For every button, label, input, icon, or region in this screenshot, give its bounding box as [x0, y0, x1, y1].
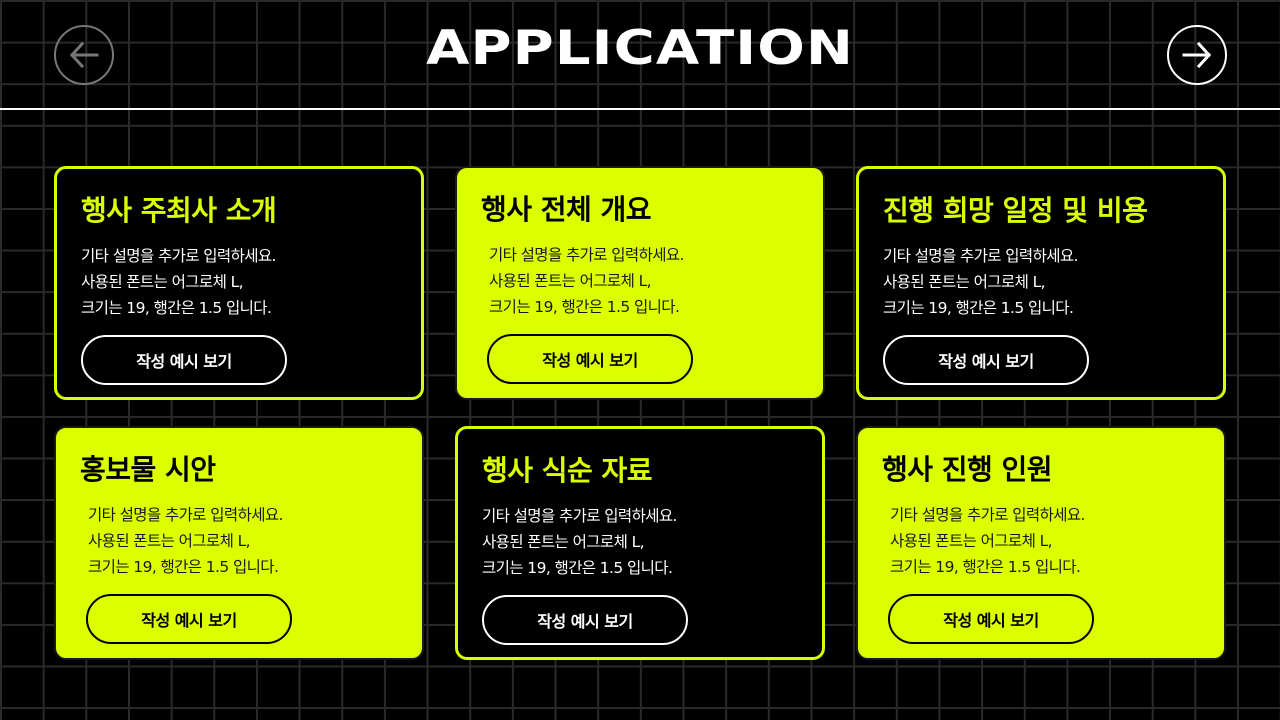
card-description: 기타 설명을 추가로 입력하세요. 사용된 폰트는 어그로체 L, 크기는 19…: [482, 507, 677, 577]
card-program-materials: 행사 식순 자료 기타 설명을 추가로 입력하세요. 사용된 폰트는 어그로체 …: [455, 426, 825, 660]
card-description: 기타 설명을 추가로 입력하세요. 사용된 폰트는 어그로체 L, 크기는 19…: [489, 246, 684, 316]
prev-button[interactable]: [54, 25, 114, 85]
view-example-button[interactable]: 작성 예시 보기: [81, 335, 287, 385]
card-event-overview: 행사 전체 개요 기타 설명을 추가로 입력하세요. 사용된 폰트는 어그로체 …: [455, 166, 825, 400]
card-description: 기타 설명을 추가로 입력하세요. 사용된 폰트는 어그로체 L, 크기는 19…: [883, 247, 1078, 317]
arrow-right-icon: [1182, 41, 1212, 69]
card-event-staff: 행사 진행 인원 기타 설명을 추가로 입력하세요. 사용된 폰트는 어그로체 …: [856, 426, 1226, 660]
card-title: 행사 식순 자료: [482, 454, 653, 487]
card-description: 기타 설명을 추가로 입력하세요. 사용된 폰트는 어그로체 L, 크기는 19…: [890, 506, 1085, 576]
page-title: APPLICATION: [426, 20, 854, 76]
view-example-button[interactable]: 작성 예시 보기: [487, 334, 693, 384]
card-title: 행사 전체 개요: [481, 193, 652, 226]
view-example-button[interactable]: 작성 예시 보기: [883, 335, 1089, 385]
header-divider: [0, 108, 1280, 110]
next-button[interactable]: [1167, 25, 1227, 85]
card-title: 행사 주최사 소개: [81, 194, 277, 227]
card-description: 기타 설명을 추가로 입력하세요. 사용된 폰트는 어그로체 L, 크기는 19…: [88, 506, 283, 576]
card-promo-draft: 홍보물 시안 기타 설명을 추가로 입력하세요. 사용된 폰트는 어그로체 L,…: [54, 426, 424, 660]
card-title: 진행 희망 일정 및 비용: [883, 194, 1148, 227]
card-title: 행사 진행 인원: [882, 453, 1053, 486]
view-example-button[interactable]: 작성 예시 보기: [482, 595, 688, 645]
card-title: 홍보물 시안: [80, 453, 216, 486]
card-schedule-cost: 진행 희망 일정 및 비용 기타 설명을 추가로 입력하세요. 사용된 폰트는 …: [856, 166, 1226, 400]
card-host-intro: 행사 주최사 소개 기타 설명을 추가로 입력하세요. 사용된 폰트는 어그로체…: [54, 166, 424, 400]
view-example-button[interactable]: 작성 예시 보기: [888, 594, 1094, 644]
card-description: 기타 설명을 추가로 입력하세요. 사용된 폰트는 어그로체 L, 크기는 19…: [81, 247, 276, 317]
arrow-left-icon: [69, 41, 99, 69]
view-example-button[interactable]: 작성 예시 보기: [86, 594, 292, 644]
